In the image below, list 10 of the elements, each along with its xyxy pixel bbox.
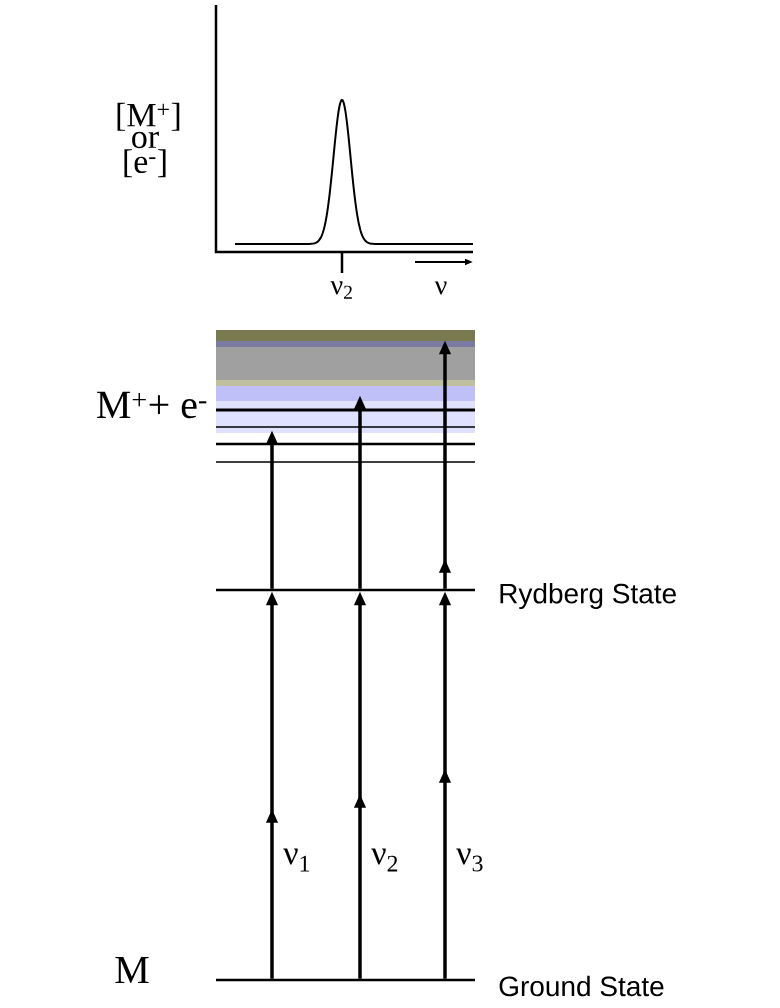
level-line: M Ground State: [115, 956, 664, 997]
continuum-band: M$^{+}$+ e$^{-}$: [96, 330, 476, 463]
level-line: Rydberg State: [216, 582, 676, 610]
edge-label: ν$_{1}$: [283, 848, 310, 872]
axis-label: [M$^{+}$] or [e$^{-}$]: [117, 102, 180, 178]
edge-label: ν$_{3}$: [456, 848, 483, 872]
edge-label: ν$_{2}$: [371, 848, 398, 872]
node-label: M$^{+}$+ e$^{-}$: [96, 391, 207, 419]
axis-label: ν: [434, 281, 447, 295]
tick-label: ν$_{2}$: [330, 281, 352, 299]
